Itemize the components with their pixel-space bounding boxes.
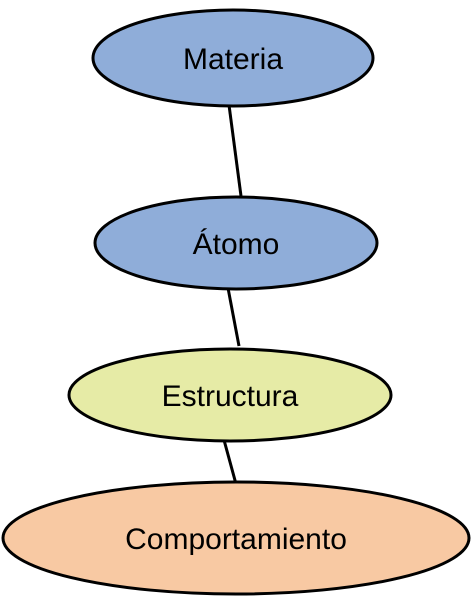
- node-estructura-shape: [67, 347, 393, 443]
- node-estructura-label: Estructura: [162, 380, 299, 413]
- node-comportamiento: Comportamiento: [1, 480, 471, 596]
- node-atomo-shape: [93, 195, 379, 291]
- node-comportamiento-label: Comportamiento: [125, 523, 347, 556]
- node-materia-shape: [91, 8, 375, 108]
- node-materia: Materia: [91, 8, 375, 108]
- node-atomo: Átomo: [93, 195, 379, 291]
- node-estructura: Estructura: [67, 347, 393, 443]
- edge-estructura-comportamiento: [222, 439, 238, 485]
- edge-materia-atomo: [227, 104, 243, 197]
- node-comportamiento-shape: [1, 480, 471, 596]
- edge-atomo-estructura: [226, 287, 241, 347]
- node-atomo-label: Átomo: [193, 228, 280, 261]
- node-materia-label: Materia: [183, 43, 283, 76]
